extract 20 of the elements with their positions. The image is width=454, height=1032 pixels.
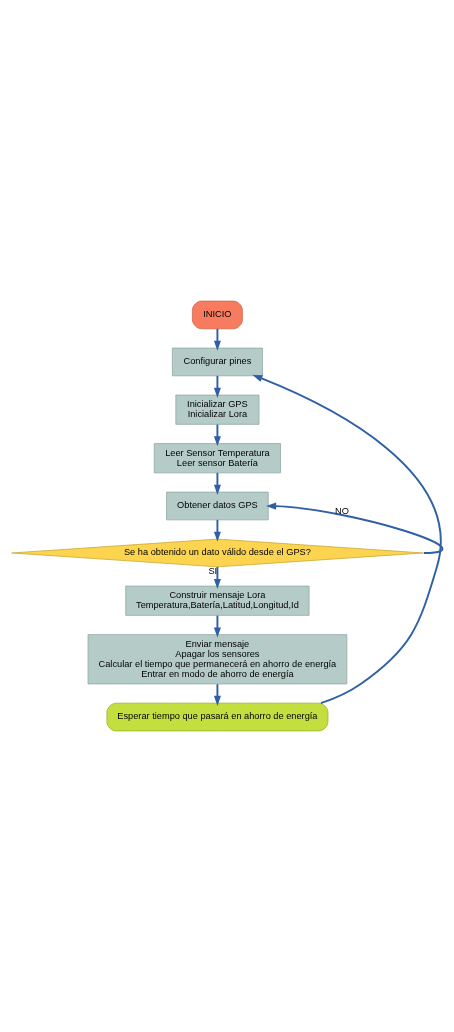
arrow bbox=[213, 374, 221, 398]
node-box: Configurar pines bbox=[171, 347, 263, 377]
arrow bbox=[213, 423, 221, 447]
arrow bbox=[213, 614, 221, 638]
arrow bbox=[266, 502, 444, 554]
node-box: Esperar tiempo que pasará en ahorro de energía bbox=[106, 702, 329, 732]
arrow bbox=[252, 374, 442, 705]
node-box: Inicializar GPS Inicializar Lora bbox=[175, 394, 260, 425]
node-diamond: Se ha obtenido un dato válido desde el GPS? bbox=[11, 538, 424, 568]
node-box: Enviar mensaje Apagar los sensores Calcular el tiempo que permanecerá en ahorro de energía Entrar en modo de ahorro de energía bbox=[87, 634, 348, 685]
arrow bbox=[213, 683, 221, 706]
arrow bbox=[213, 518, 221, 542]
node-box: Leer Sensor Temperatura Leer sensor Batería bbox=[153, 443, 281, 474]
arrow bbox=[213, 471, 221, 495]
node-box: INICIO bbox=[192, 300, 243, 330]
edge-label: NO bbox=[335, 505, 349, 516]
arrow bbox=[213, 327, 221, 351]
edge-label: SI bbox=[208, 565, 218, 576]
node-box: Construir mensaje Lora Temperatura,Batería,Latitud,Longitud,Id bbox=[125, 585, 310, 616]
node-box: Obtener datos GPS bbox=[166, 491, 269, 521]
